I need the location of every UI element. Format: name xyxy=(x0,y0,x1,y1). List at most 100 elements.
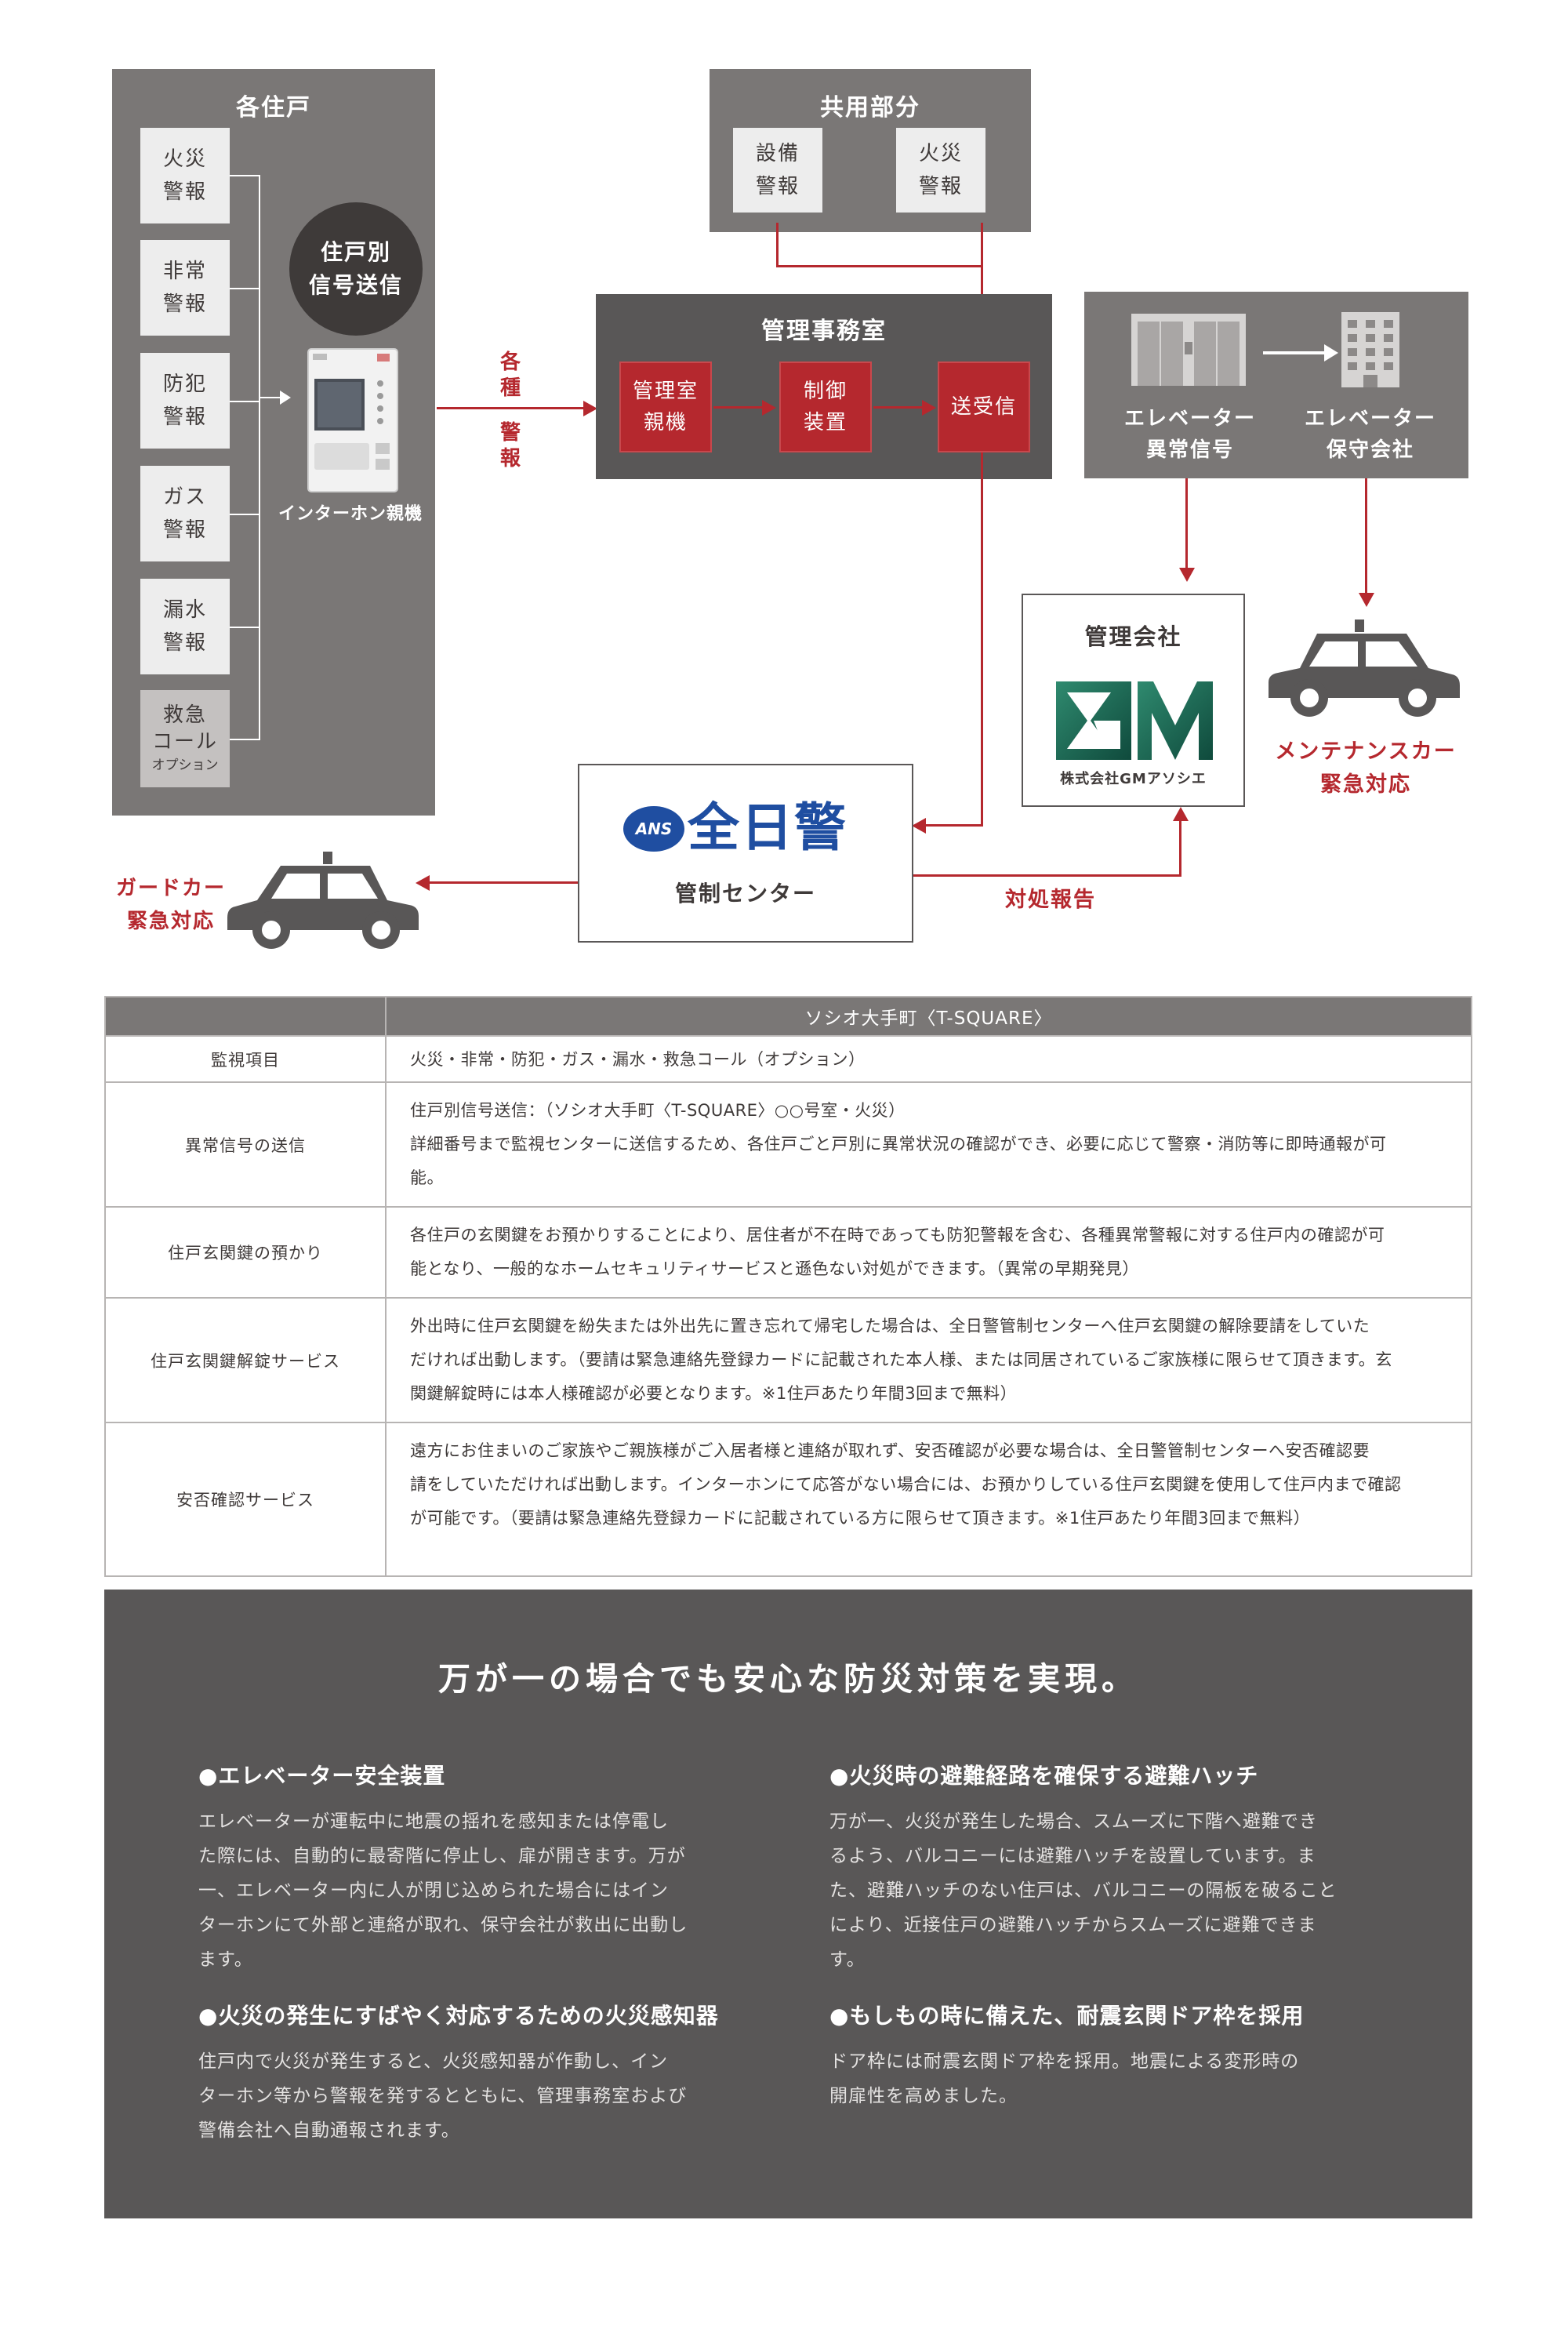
residences-title: 各住戸 xyxy=(236,94,311,122)
common-area-panel: 共用部分 設備 警報 火災 警報 xyxy=(710,69,1031,232)
alarm-gas: ガス 警報 xyxy=(140,466,230,561)
elevator-signal-label: エレベーター 異常信号 xyxy=(1123,407,1256,462)
equipment-alarm-line xyxy=(776,223,779,267)
ans-logo-badge: ANS xyxy=(623,806,684,852)
common-fire-line xyxy=(981,223,983,340)
table-header-blank xyxy=(104,996,387,1037)
control-center-box: ANS 全日警 管制センター xyxy=(578,764,913,943)
elevator-company-arrowhead xyxy=(1359,593,1374,607)
row-content: 各住戸の玄関鍵をお預かりすることにより、居住者が不在時であっても防犯警報を含む、… xyxy=(385,1206,1472,1299)
elevator-arrow-line xyxy=(1263,351,1326,354)
row-label: 住戸玄関鍵解錠サービス xyxy=(104,1297,387,1423)
alarm-connector xyxy=(230,175,260,176)
transceiver-to-center-line xyxy=(981,452,983,827)
row-label: 安否確認サービス xyxy=(104,1422,387,1577)
report-arrow-line-v xyxy=(1179,819,1181,877)
feature-seismic-door-frame: ●もしもの時に備えた、耐震玄関ドア枠を採用 ドア枠には耐震玄関ドア枠を採用。地震… xyxy=(829,1999,1394,2113)
feature-title: ●エレベーター安全装置 xyxy=(198,1763,446,1789)
table-row: 異常信号の送信 住戸別信号送信：（ソシオ大手町〈T-SQUARE〉○○号室・火災… xyxy=(104,1081,1472,1208)
feature-text: エレベーターが運転中に地震の揺れを感知または停電し た際には、自動的に最寄階に停… xyxy=(198,1811,688,1970)
alarm-bus-line xyxy=(259,175,260,740)
disaster-prevention-section: 万が一の場合でも安心な防災対策を実現。 ●エレベーター安全装置 エレベーターが運… xyxy=(104,1590,1472,2218)
common-area-title: 共用部分 xyxy=(820,94,920,122)
equipment-alarm: 設備 警報 xyxy=(733,128,822,213)
signal-transmission-circle: 住戸別 信号送信 xyxy=(289,202,423,336)
building-icon xyxy=(1337,312,1404,391)
control-center-logo-text: 全日警 xyxy=(688,798,848,858)
alarm-connector xyxy=(230,288,260,289)
guard-car-icon xyxy=(227,852,419,957)
management-company-title: 管理会社 xyxy=(1084,623,1182,650)
gm-company-name: 株式会社GMアソシエ xyxy=(1060,771,1207,787)
office-link-1 xyxy=(713,406,764,409)
gm-logo-icon xyxy=(1056,681,1213,763)
various-alarms-label-2: 警 報 xyxy=(499,421,522,471)
maintenance-car-icon xyxy=(1269,619,1460,725)
feature-title: ●もしもの時に備えた、耐震玄関ドア枠を採用 xyxy=(829,2003,1305,2029)
transceiver-unit: 送受信 xyxy=(938,362,1030,452)
office-link-2-arrowhead xyxy=(922,400,936,416)
row-label: 異常信号の送信 xyxy=(104,1081,387,1208)
alarm-connector xyxy=(230,514,260,515)
feature-elevator-safety: ●エレベーター安全装置 エレベーターが運転中に地震の揺れを感知または停電し た際… xyxy=(198,1759,763,1977)
common-merge-line xyxy=(776,265,983,267)
management-office-panel: 管理事務室 管理室 親機 制御 装置 送受信 xyxy=(596,294,1052,479)
transceiver-to-center-line-h xyxy=(925,824,983,827)
control-unit: 制御 装置 xyxy=(779,362,872,452)
various-alarms-arrowhead xyxy=(583,401,597,416)
office-link-2 xyxy=(873,406,924,409)
feature-fire-detector: ●火災の発生にすばやく対応するための火災感知器 住戸内で火災が発生すると、火災感… xyxy=(198,1999,763,2148)
row-content: 住戸別信号送信：（ソシオ大手町〈T-SQUARE〉○○号室・火災） 詳細番号まで… xyxy=(385,1081,1472,1208)
common-fire-alarm: 火災 警報 xyxy=(896,128,985,213)
intercom-connector xyxy=(260,397,283,398)
feature-text: ドア枠には耐震玄関ドア枠を採用。地震による変形時の 開扉性を高めました。 xyxy=(829,2051,1300,2106)
row-label: 住戸玄関鍵の預かり xyxy=(104,1206,387,1299)
guard-car-arrowhead xyxy=(416,875,430,891)
feature-text: 万が一、火災が発生した場合、スムーズに下階へ避難でき るよう、バルコニーには避難… xyxy=(829,1811,1338,1970)
guard-car-label: ガードカー 緊急対応 xyxy=(115,877,226,933)
office-link-1-arrowhead xyxy=(762,400,776,416)
table-row: 安否確認サービス 遠方にお住まいのご家族やご親族様がご入居者様と連絡が取れず、安… xyxy=(104,1422,1472,1577)
row-label: 監視項目 xyxy=(104,1035,387,1083)
feature-evacuation-hatch: ●火災時の避難経路を確保する避難ハッチ 万が一、火災が発生した場合、スムーズに下… xyxy=(829,1759,1394,1977)
guard-car-arrow-line xyxy=(427,881,578,884)
maintenance-car-label: メンテナンスカー 緊急対応 xyxy=(1275,739,1457,797)
management-office-title: 管理事務室 xyxy=(761,318,887,345)
alarm-water-leak: 漏水 警報 xyxy=(140,579,230,674)
elevator-company-line xyxy=(1365,478,1367,594)
center-arrowhead xyxy=(912,818,926,834)
various-alarms-label: 各 種 xyxy=(499,351,522,400)
row-content: 火災・非常・防犯・ガス・漏水・救急コール（オプション） xyxy=(385,1035,1472,1083)
feature-text: 住戸内で火災が発生すると、火災感知器が作動し、イン ターホン等から警報を発すると… xyxy=(198,2051,688,2141)
table-header-title: ソシオ大手町〈T-SQUARE〉 xyxy=(385,996,1472,1037)
emergency-call-option: 救急 コール オプション xyxy=(140,690,230,787)
section-heading: 万が一の場合でも安心な防災対策を実現。 xyxy=(438,1660,1138,1698)
alarm-emergency: 非常 警報 xyxy=(140,240,230,336)
table-row: 住戸玄関鍵の預かり 各住戸の玄関鍵をお預かりすることにより、居住者が不在時であっ… xyxy=(104,1206,1472,1299)
row-content: 外出時に住戸玄関鍵を紛失または外出先に置き忘れて帰宅した場合は、全日警管制センタ… xyxy=(385,1297,1472,1423)
report-arrowhead xyxy=(1173,807,1189,821)
elevator-signal-line xyxy=(1185,478,1188,569)
intercom-label: インターホン親機 xyxy=(278,504,423,524)
feature-title: ●火災時の避難経路を確保する避難ハッチ xyxy=(829,1763,1259,1789)
feature-title: ●火災の発生にすばやく対応するための火災感知器 xyxy=(198,2003,719,2029)
control-center-label: 管制センター xyxy=(674,881,816,907)
residences-panel: 各住戸 火災 警報 非常 警報 防犯 警報 ガス 警報 漏水 警報 救急 コール… xyxy=(112,69,435,816)
alarm-connector xyxy=(230,627,260,628)
report-arrow-line xyxy=(913,874,1181,877)
elevator-door-icon xyxy=(1131,314,1246,389)
table-header-row: ソシオ大手町〈T-SQUARE〉 xyxy=(104,996,1472,1037)
management-company-box: 管理会社 株式会社GMアソシエ xyxy=(1022,594,1245,807)
row-content: 遠方にお住まいのご家族やご親族様がご入居者様と連絡が取れず、安否確認が必要な場合… xyxy=(385,1422,1472,1577)
report-label: 対処報告 xyxy=(1005,888,1096,912)
alarm-connector xyxy=(230,739,260,740)
alarm-fire: 火災 警報 xyxy=(140,128,230,223)
elevator-signal-arrowhead xyxy=(1179,568,1195,582)
alarm-connector xyxy=(230,401,260,402)
alarm-security: 防犯 警報 xyxy=(140,353,230,449)
table-row: 監視項目 火災・非常・防犯・ガス・漏水・救急コール（オプション） xyxy=(104,1035,1472,1083)
elevator-arrowhead xyxy=(1324,344,1338,362)
office-master-unit: 管理室 親機 xyxy=(619,362,712,452)
security-info-table: ソシオ大手町〈T-SQUARE〉 監視項目 火災・非常・防犯・ガス・漏水・救急コ… xyxy=(104,996,1472,1577)
elevator-panel: エレベーター 異常信号 エレベーター 保守会社 xyxy=(1084,292,1468,478)
